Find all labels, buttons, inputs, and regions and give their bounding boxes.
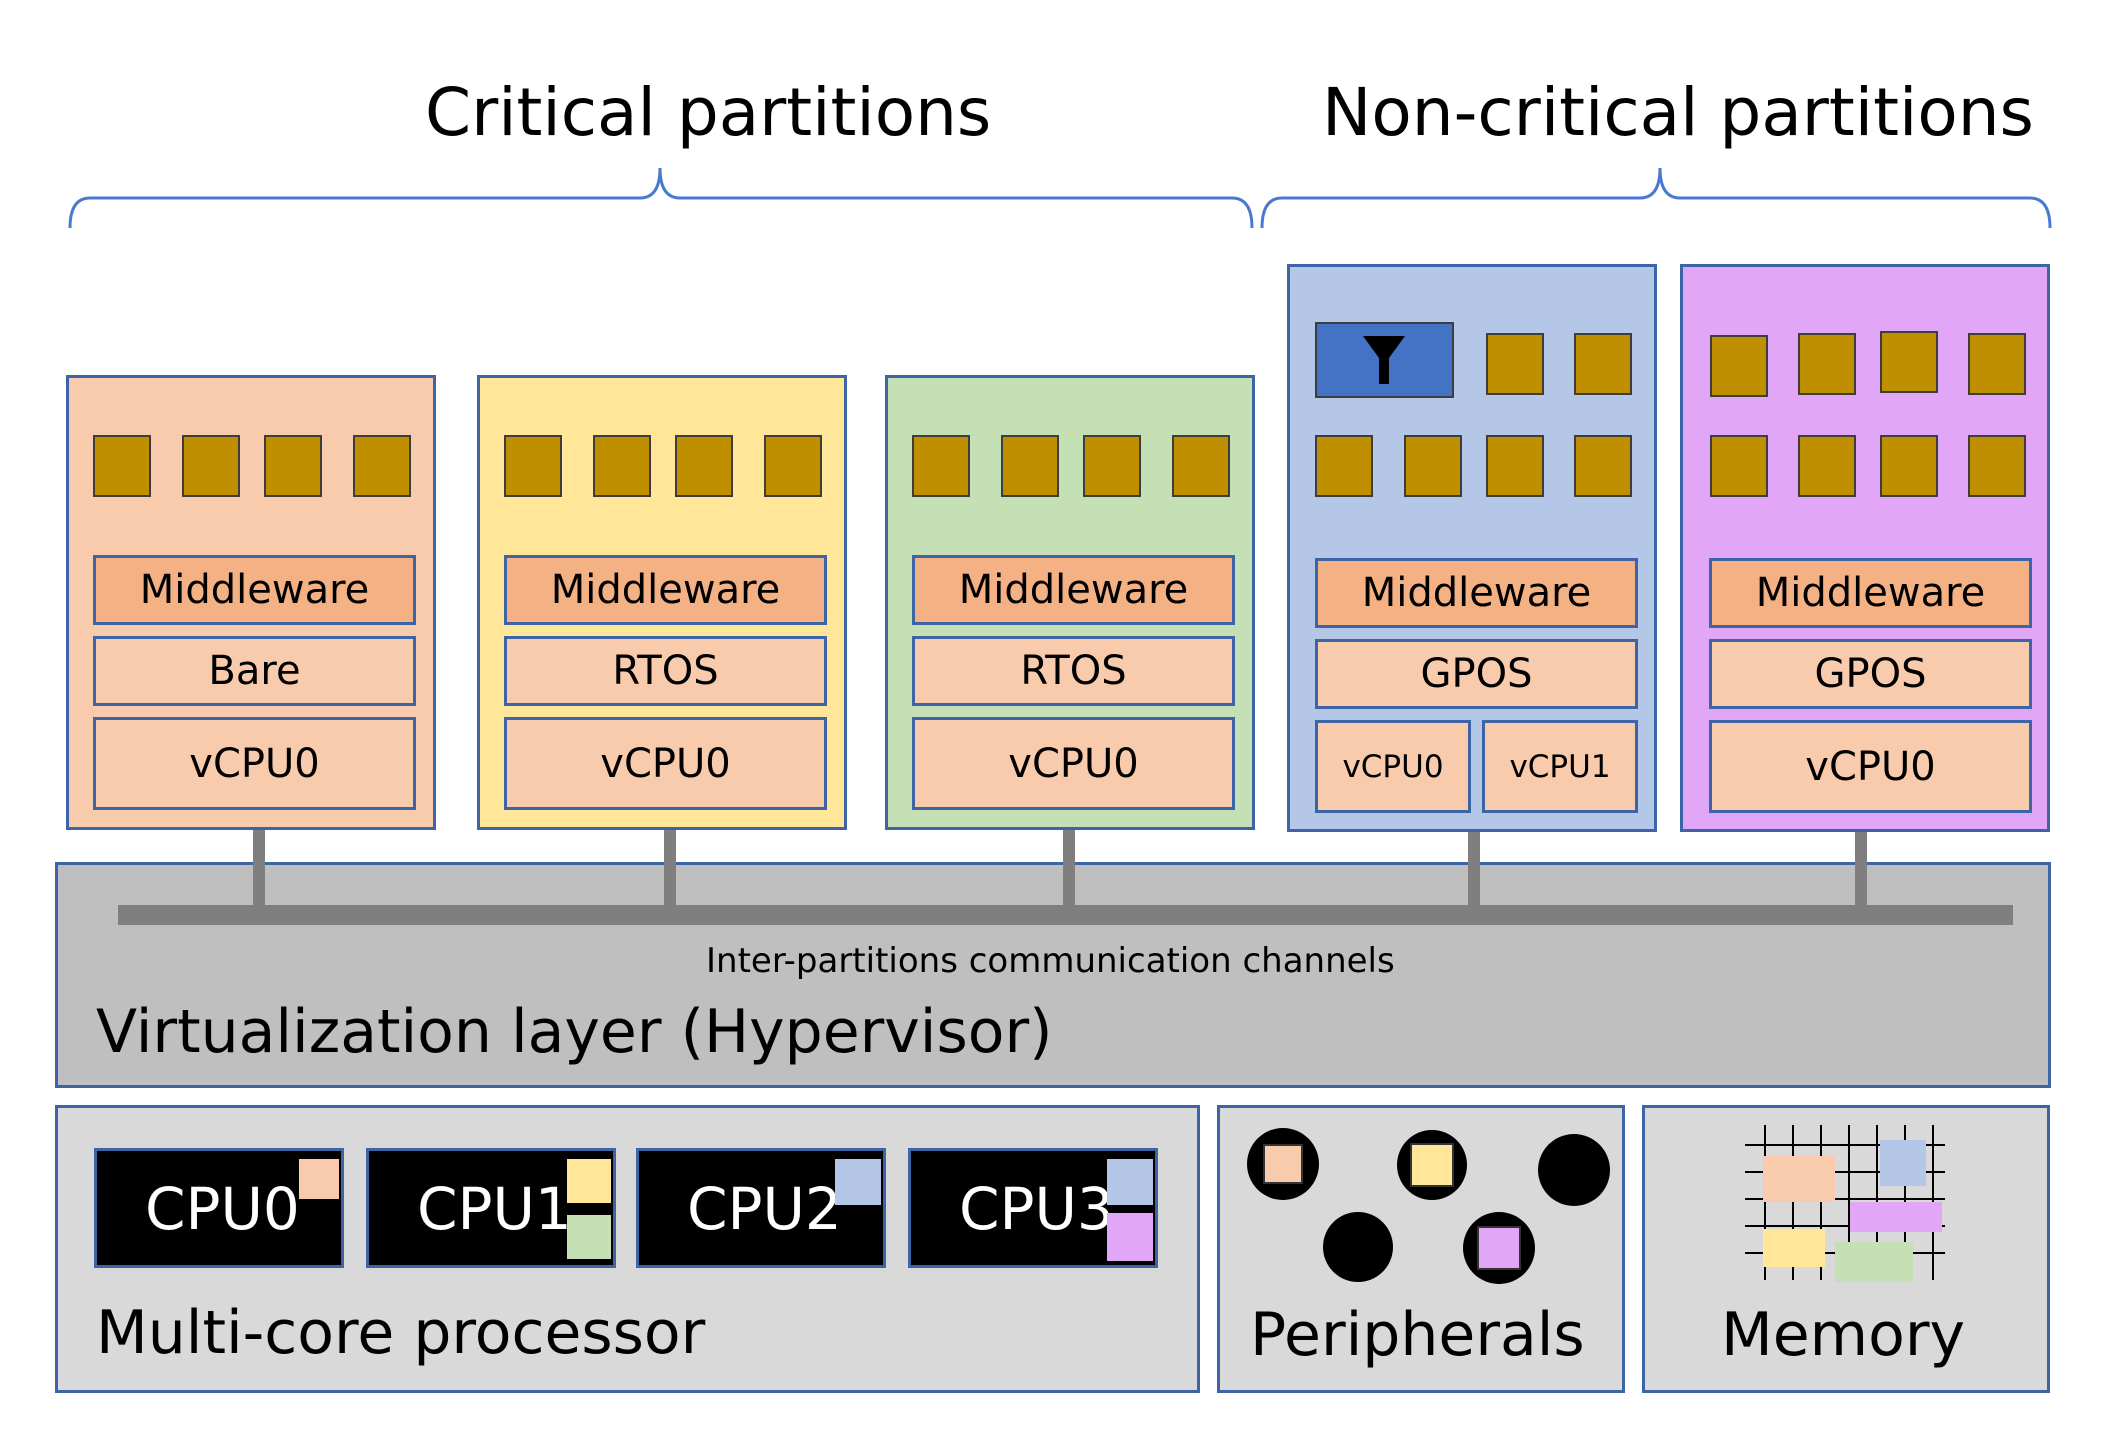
app-block xyxy=(764,435,822,497)
hypervisor-layer: Inter-partitions communication channels … xyxy=(55,862,2051,1088)
vcpu-layer: vCPU0 xyxy=(1315,720,1471,813)
cpu-partition-marker xyxy=(299,1159,339,1199)
app-block xyxy=(182,435,240,497)
app-block xyxy=(1880,435,1938,497)
vcpu-layer: vCPU1 xyxy=(1482,720,1638,813)
app-block xyxy=(504,435,562,497)
app-block xyxy=(93,435,151,497)
cpu-label: CPU2 xyxy=(687,1175,842,1243)
middleware-layer: Middleware xyxy=(1709,558,2032,628)
middleware-layer: Middleware xyxy=(1315,558,1638,628)
app-block xyxy=(1968,333,2026,395)
os-layer: RTOS xyxy=(504,636,827,706)
cpu-label: CPU0 xyxy=(145,1175,300,1243)
app-block xyxy=(1486,435,1544,497)
app-block xyxy=(264,435,322,497)
partition-0-link xyxy=(253,828,265,908)
app-block xyxy=(353,435,411,497)
os-layer: GPOS xyxy=(1709,639,2032,709)
cpu0: CPU0 xyxy=(94,1148,344,1268)
memory-panel: Memory xyxy=(1642,1105,2050,1393)
hypervisor-title: Virtualization layer (Hypervisor) xyxy=(96,997,1053,1067)
app-block xyxy=(1315,435,1373,497)
peripheral-device xyxy=(1323,1212,1393,1282)
app-block xyxy=(1710,435,1768,497)
peripheral-device xyxy=(1463,1212,1535,1284)
os-layer: Bare xyxy=(93,636,416,706)
app-block xyxy=(1001,435,1059,497)
communication-channel-bar xyxy=(118,905,2013,925)
app-block xyxy=(1968,435,2026,497)
app-block xyxy=(912,435,970,497)
peripheral-device xyxy=(1247,1128,1319,1200)
cpu-partition-marker xyxy=(1107,1213,1153,1261)
app-block xyxy=(1798,435,1856,497)
partition-rtos-a: Middleware RTOS vCPU0 xyxy=(477,375,847,830)
memory-label: Memory xyxy=(1721,1300,1966,1370)
partition-4-link xyxy=(1855,830,1867,908)
cpu-label: CPU1 xyxy=(417,1175,572,1243)
peripherals-panel: Peripherals xyxy=(1217,1105,1625,1393)
peripherals-label: Peripherals xyxy=(1250,1300,1585,1370)
os-layer: RTOS xyxy=(912,636,1235,706)
multicore-processor-panel: CPU0 CPU1 CPU2 CPU3 Multi-core processor xyxy=(55,1105,1200,1393)
app-block xyxy=(1172,435,1230,497)
middleware-layer: Middleware xyxy=(93,555,416,625)
cpu3: CPU3 xyxy=(908,1148,1158,1268)
channel-label: Inter-partitions communication channels xyxy=(706,941,1395,981)
vcpu-layer: vCPU0 xyxy=(912,717,1235,810)
cpu1: CPU1 xyxy=(366,1148,616,1268)
partition-2-link xyxy=(1063,828,1075,908)
app-block xyxy=(1404,435,1462,497)
cpu-partition-marker xyxy=(567,1159,611,1203)
cpu-partition-marker xyxy=(567,1215,611,1259)
app-block xyxy=(1798,333,1856,395)
app-block xyxy=(1486,333,1544,395)
partition-1-link xyxy=(664,828,676,908)
app-block xyxy=(1710,335,1768,397)
app-block xyxy=(1083,435,1141,497)
filter-app-block xyxy=(1315,322,1454,398)
memory-grid-icon xyxy=(1745,1125,1945,1282)
partition-rtos-b: Middleware RTOS vCPU0 xyxy=(885,375,1255,830)
partition-gpos-a: Middleware GPOS vCPU0 vCPU1 xyxy=(1287,264,1657,832)
peripheral-device xyxy=(1397,1130,1467,1200)
multicore-processor-label: Multi-core processor xyxy=(96,1298,706,1368)
vcpu-layer: vCPU0 xyxy=(93,717,416,810)
filter-icon xyxy=(1363,336,1405,384)
app-block xyxy=(1880,331,1938,393)
app-block xyxy=(593,435,651,497)
partition-gpos-b: Middleware GPOS vCPU0 xyxy=(1680,264,2050,832)
app-block xyxy=(1574,435,1632,497)
app-block xyxy=(1574,333,1632,395)
cpu2: CPU2 xyxy=(636,1148,886,1268)
peripheral-device xyxy=(1538,1134,1610,1206)
cpu-partition-marker xyxy=(1107,1159,1153,1205)
vcpu-layer: vCPU0 xyxy=(1709,720,2032,813)
middleware-layer: Middleware xyxy=(912,555,1235,625)
cpu-label: CPU3 xyxy=(959,1175,1114,1243)
partition-bare: Middleware Bare vCPU0 xyxy=(66,375,436,830)
middleware-layer: Middleware xyxy=(504,555,827,625)
critical-brace xyxy=(68,167,2052,229)
cpu-partition-marker xyxy=(835,1159,881,1205)
partition-3-link xyxy=(1468,830,1480,908)
noncritical-partitions-title: Non-critical partitions xyxy=(1322,74,2034,151)
critical-partitions-title: Critical partitions xyxy=(425,74,992,151)
app-block xyxy=(675,435,733,497)
vcpu-layer: vCPU0 xyxy=(504,717,827,810)
os-layer: GPOS xyxy=(1315,639,1638,709)
